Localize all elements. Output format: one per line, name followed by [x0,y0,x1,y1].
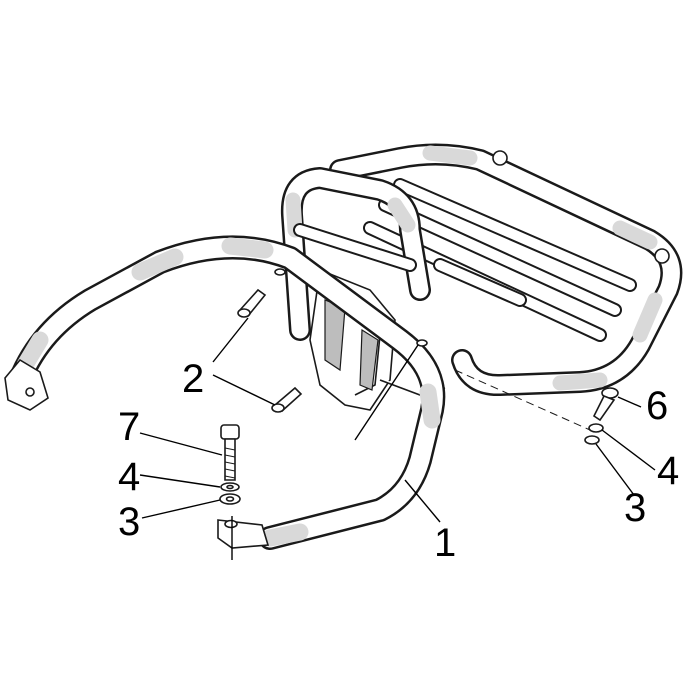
callout-labels: 1 2 3 3 4 4 6 7 [118,357,679,565]
front-arch-tube [4,235,446,550]
rack-support-loop [280,167,431,341]
callout-3-right: 3 [624,486,646,530]
bolt-right [592,387,619,422]
washer-left-3 [219,493,241,505]
washer-right-4 [588,423,604,433]
pin-lower [271,386,303,413]
callout-4-left: 4 [118,455,140,499]
callout-7: 7 [118,405,140,449]
callout-3-left: 3 [118,500,140,544]
pin-upper [237,288,267,318]
callout-1: 1 [434,521,456,565]
bolt-left [220,424,240,481]
washer-left-4 [220,482,240,492]
bolt-right-axis-dash [454,369,591,431]
washer-right-3 [584,435,600,445]
leader-lines [139,317,656,560]
callout-6: 6 [646,384,668,428]
callout-2: 2 [182,357,204,401]
callout-4-right: 4 [657,449,679,493]
